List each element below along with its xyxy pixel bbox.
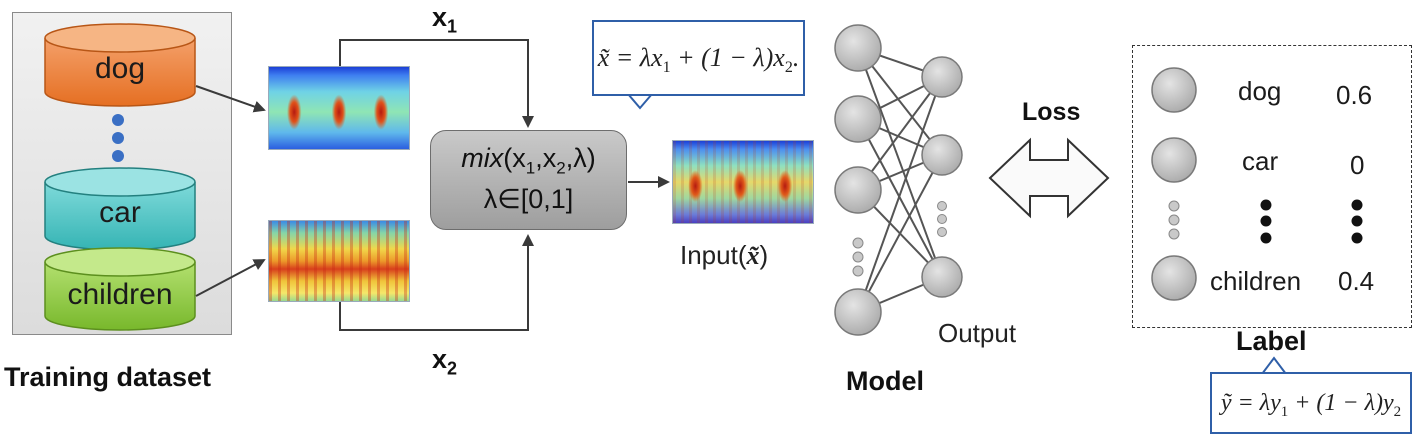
label-name-dot <box>1260 215 1272 227</box>
label-row-dog-name: dog <box>1238 76 1282 106</box>
mix-function-box: mix(x1,x2,λ) λ∈[0,1] <box>430 130 627 230</box>
model-title: Model <box>846 366 924 396</box>
output-node <box>921 134 963 176</box>
x1-label: x1 <box>432 2 457 37</box>
label-formula-lhs: ỹ <box>1220 390 1232 416</box>
output-label: Output <box>938 318 1017 348</box>
loss-double-arrow <box>988 137 1110 219</box>
mix-sub1: 1 <box>525 158 536 178</box>
mix-line-1: mix(x1,x2,λ) <box>431 143 626 178</box>
input-node <box>834 166 882 214</box>
formula-callout-tail <box>627 93 653 110</box>
arrow-dog-to-x1 <box>195 85 266 113</box>
output-node <box>921 256 963 298</box>
input-ellipsis-dot <box>852 265 864 277</box>
mix-mid: ,x <box>535 143 557 173</box>
formula-mid: + (1 − λ)x <box>670 43 785 72</box>
label-ellipsis-dot <box>1168 228 1180 240</box>
class-label-car: car <box>99 196 141 229</box>
label-panel <box>1132 45 1412 328</box>
label-callout-tail <box>1261 356 1287 375</box>
input-label: Input(x̃) <box>680 240 768 271</box>
spectrogram-x1 <box>268 66 410 150</box>
label-node-car <box>1151 137 1197 183</box>
output-ellipsis-dot <box>937 214 947 224</box>
mix-func-name: mix <box>461 143 504 173</box>
label-formula-sub1: 1 <box>1280 403 1289 420</box>
input-label-symbol: x̃ <box>746 241 760 270</box>
x2-symbol: x <box>432 344 448 374</box>
x1-subscript: 1 <box>447 16 458 37</box>
label-node-dog <box>1151 67 1197 113</box>
mix-end: ,λ) <box>565 143 596 173</box>
label-node-children <box>1151 255 1197 301</box>
spectrogram-mixed <box>672 140 814 224</box>
spectrogram-x2 <box>268 220 410 302</box>
output-node <box>921 56 963 98</box>
label-formula-mid: + (1 − λ)y <box>1288 390 1394 416</box>
label-value-dot <box>1351 199 1363 211</box>
label-title: Label <box>1236 326 1307 356</box>
output-ellipsis-dot <box>937 201 947 211</box>
label-row-car-value: 0 <box>1350 150 1365 180</box>
formula-end: . <box>792 43 800 72</box>
label-row-children-name: children <box>1210 266 1302 296</box>
input-ellipsis-dot <box>852 237 864 249</box>
dataset-dot <box>112 150 124 162</box>
output-ellipsis-dot <box>937 227 947 237</box>
class-label-children: children <box>67 278 173 311</box>
mixed-input-formula-callout: x̃ = λx1 + (1 − λ)x2. <box>592 20 805 96</box>
formula-sub1: 1 <box>662 59 671 77</box>
label-formula-eq: = λy <box>1231 390 1281 416</box>
input-node <box>834 24 882 72</box>
label-name-dot <box>1260 232 1272 244</box>
mix-args: (x <box>503 143 526 173</box>
input-node <box>834 288 882 336</box>
label-value-dot <box>1351 232 1363 244</box>
input-ellipsis-dot <box>852 251 864 263</box>
input-node <box>834 95 882 143</box>
dataset-dot <box>112 132 124 144</box>
children-cylinder <box>44 247 196 331</box>
label-formula-callout: ỹ = λy1 + (1 − λ)y2 <box>1210 372 1412 434</box>
dog-cylinder <box>44 23 196 107</box>
x2-subscript: 2 <box>447 358 458 379</box>
label-ellipsis-dot <box>1168 214 1180 226</box>
arrow-x1-to-mix <box>339 39 534 128</box>
input-label-prefix: Input( <box>680 240 747 270</box>
formula-lhs: x̃ <box>597 43 610 72</box>
loss-label: Loss <box>1022 98 1081 126</box>
label-row-children-value: 0.4 <box>1338 266 1375 296</box>
mix-line-2: λ∈[0,1] <box>483 184 574 215</box>
class-label-dog: dog <box>94 52 146 85</box>
car-cylinder <box>44 167 196 251</box>
label-name-dot <box>1260 199 1272 211</box>
arrow-children-to-x2 <box>195 259 266 297</box>
x2-label: x2 <box>432 344 457 379</box>
formula-sub2: 2 <box>784 59 793 77</box>
formula-eq: = λx <box>609 43 663 72</box>
arrow-x2-to-mix <box>339 234 534 331</box>
label-value-dot <box>1351 215 1363 227</box>
label-formula-sub2: 2 <box>1393 403 1402 420</box>
dataset-dot <box>112 114 124 126</box>
mix-sub2: 2 <box>556 158 566 178</box>
training-dataset-title: Training dataset <box>4 362 212 392</box>
label-ellipsis-dot <box>1168 200 1180 212</box>
label-row-dog-value: 0.6 <box>1336 80 1373 110</box>
input-label-suffix: ) <box>759 240 769 270</box>
label-row-car-name: car <box>1242 146 1279 176</box>
x1-symbol: x <box>432 2 448 32</box>
